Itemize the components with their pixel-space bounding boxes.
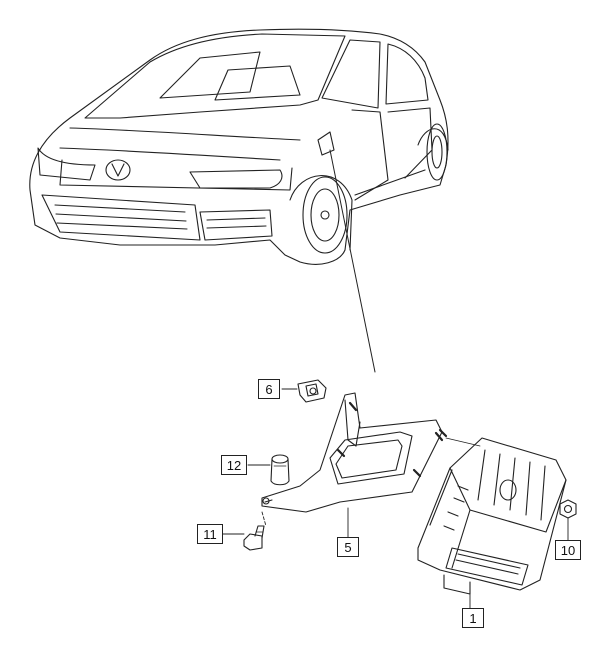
hex-nut-part	[559, 499, 577, 541]
callout-label-5: 5	[337, 537, 359, 557]
vehicle-illustration	[29, 28, 449, 373]
clip-nut-part	[281, 379, 327, 403]
callout-label-11: 11	[197, 524, 223, 544]
spacer-sleeve-part	[247, 454, 290, 486]
mounting-bracket-part	[261, 392, 444, 538]
control-unit-part	[417, 428, 567, 609]
callout-label-12: 12	[221, 455, 247, 475]
callout-label-1: 1	[462, 608, 484, 628]
callout-label-10: 10	[555, 540, 581, 560]
callout-label-6: 6	[258, 379, 280, 399]
bolt-part	[222, 511, 267, 551]
